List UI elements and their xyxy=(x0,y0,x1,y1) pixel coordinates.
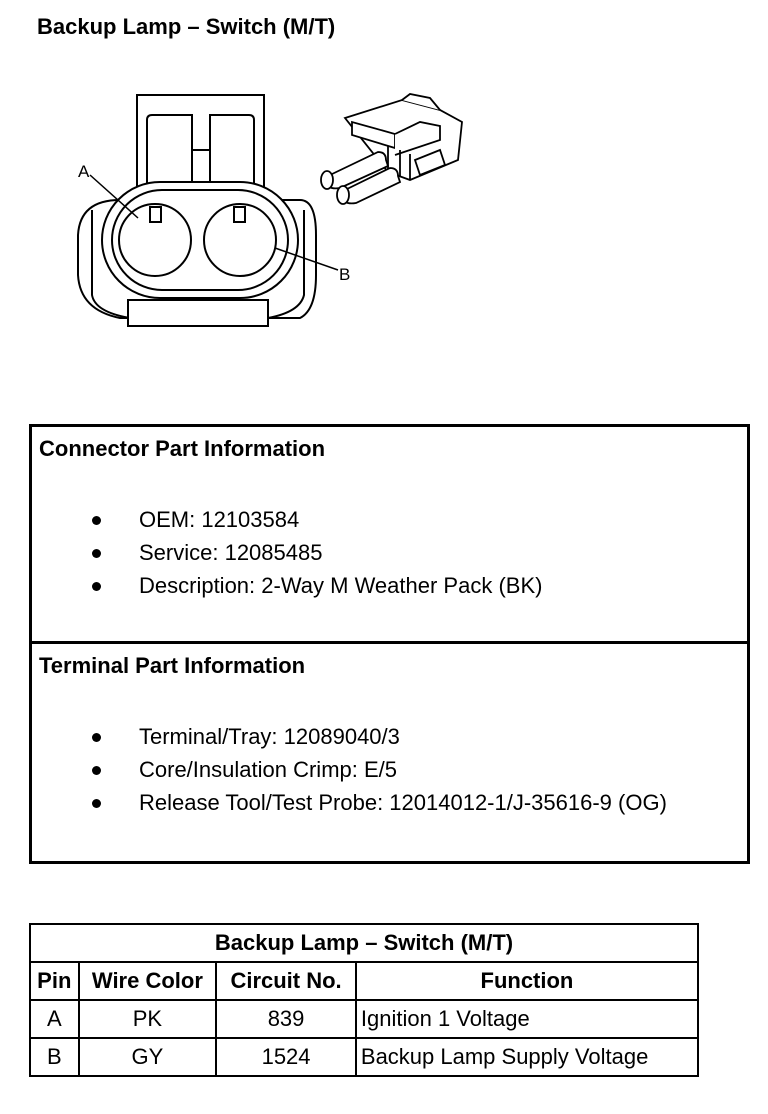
pin-table: Backup Lamp – Switch (M/T) Pin Wire Colo… xyxy=(29,923,700,1077)
table-row: A PK 839 Ignition 1 Voltage xyxy=(29,999,700,1039)
table-cell: GY xyxy=(77,1037,218,1077)
bullet-icon xyxy=(92,766,101,775)
bullet-icon xyxy=(92,549,101,558)
part-info-box: Connector Part Information OEM: 12103584… xyxy=(29,424,750,864)
pin-a-label: A xyxy=(78,162,90,181)
page-title: Backup Lamp – Switch (M/T) xyxy=(37,14,336,39)
table-caption: Backup Lamp – Switch (M/T) xyxy=(29,923,699,963)
connector-part-info: Connector Part Information OEM: 12103584… xyxy=(32,427,747,644)
connector-side-view xyxy=(320,93,463,205)
terminal-part-info: Terminal Part Information Terminal/Tray:… xyxy=(39,653,667,815)
table-caption-row: Backup Lamp – Switch (M/T) xyxy=(29,923,699,963)
table-cell: B xyxy=(29,1037,80,1077)
table-cell: PK xyxy=(77,999,218,1039)
bullet-icon xyxy=(92,799,101,808)
column-header: Wire Color xyxy=(77,961,218,1001)
terminal-info-title: Terminal Part Information xyxy=(39,653,306,678)
pin-b-label: B xyxy=(339,265,350,284)
connector-face-view xyxy=(77,94,339,327)
table-cell: Ignition 1 Voltage xyxy=(354,999,700,1039)
connector-info-title: Connector Part Information xyxy=(39,436,326,461)
table-cell: 839 xyxy=(215,999,357,1039)
bullet-icon xyxy=(92,733,101,742)
connector-diagram: A B xyxy=(77,93,463,327)
table-cell: A xyxy=(29,999,80,1039)
table-header-row: Pin Wire Color Circuit No. Function xyxy=(29,961,700,1001)
column-header: Circuit No. xyxy=(215,961,357,1001)
table-row: B GY 1524 Backup Lamp Supply Voltage xyxy=(29,1037,700,1077)
bullet-icon xyxy=(92,516,101,525)
bullet-icon xyxy=(92,582,101,591)
table-cell: Backup Lamp Supply Voltage xyxy=(354,1037,700,1077)
table-cell: 1524 xyxy=(215,1037,357,1077)
column-header: Pin xyxy=(29,961,80,1001)
column-header: Function xyxy=(354,961,700,1001)
